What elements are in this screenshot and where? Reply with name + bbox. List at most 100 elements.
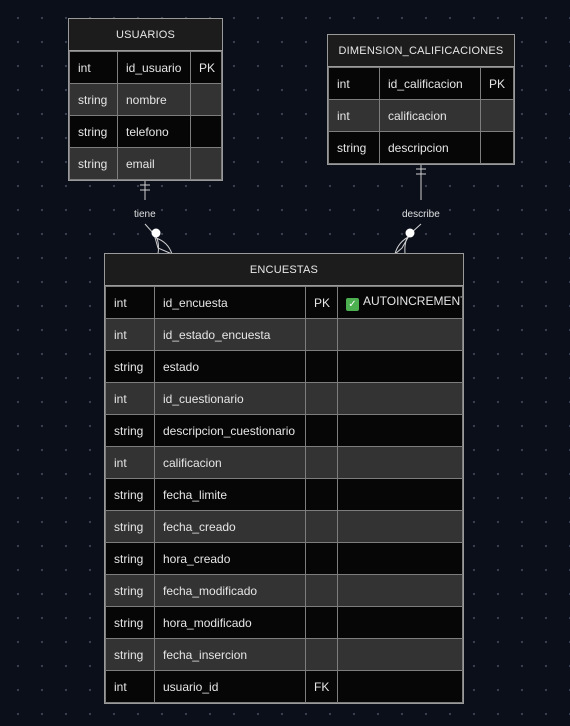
attribute-comment <box>337 606 463 639</box>
attribute-comment <box>337 670 463 703</box>
entity-title: DIMENSION_CALIFICACIONES <box>328 35 514 67</box>
attribute-name: id_calificacion <box>379 67 481 100</box>
attribute-key: PK <box>480 67 514 100</box>
attribute-type: string <box>69 147 118 180</box>
attribute-key <box>190 147 222 180</box>
attribute-type: int <box>105 446 155 479</box>
attribute-key: PK <box>305 286 338 319</box>
attribute-comment <box>337 478 463 511</box>
attribute-type: string <box>105 638 155 671</box>
entity-title: USUARIOS <box>69 19 222 51</box>
attribute-key <box>305 318 338 351</box>
attribute-type: string <box>105 510 155 543</box>
attribute-key <box>305 638 338 671</box>
attribute-type: int <box>105 286 155 319</box>
attribute-name: fecha_insercion <box>154 638 306 671</box>
relationship-label-describe: describe <box>400 209 442 220</box>
attribute-name: descripcion_cuestionario <box>154 414 306 447</box>
comment-text: AUTOINCREMENT <box>363 294 463 308</box>
attribute-key <box>480 99 514 132</box>
entity-title: ENCUESTAS <box>105 254 463 286</box>
attribute-comment <box>337 574 463 607</box>
attribute-type: int <box>328 99 380 132</box>
attribute-key <box>480 131 514 164</box>
attribute-comment <box>337 638 463 671</box>
attribute-comment <box>337 510 463 543</box>
attribute-type: int <box>105 670 155 703</box>
attribute-type: string <box>328 131 380 164</box>
attribute-type: int <box>105 318 155 351</box>
attribute-name: telefono <box>117 115 191 148</box>
attribute-comment <box>337 318 463 351</box>
attribute-name: descripcion <box>379 131 481 164</box>
attribute-type: string <box>105 350 155 383</box>
relationship-line-describe <box>394 162 422 255</box>
attribute-key <box>305 446 338 479</box>
check-mark-icon: ✓ <box>346 298 359 311</box>
attribute-key <box>305 542 338 575</box>
attribute-name: nombre <box>117 83 191 116</box>
relationship-label-tiene: tiene <box>132 209 158 220</box>
attribute-type: string <box>69 115 118 148</box>
relationship-line-tiene <box>144 178 173 255</box>
attribute-key <box>305 350 338 383</box>
attribute-name: usuario_id <box>154 670 306 703</box>
attribute-comment <box>337 542 463 575</box>
attribute-name: estado <box>154 350 306 383</box>
zero-cardinality-marker <box>405 228 415 238</box>
attribute-name: calificacion <box>154 446 306 479</box>
attribute-name: email <box>117 147 191 180</box>
attribute-type: int <box>328 67 380 100</box>
attribute-key <box>305 510 338 543</box>
attribute-name: fecha_limite <box>154 478 306 511</box>
attribute-comment <box>337 382 463 415</box>
attribute-key <box>190 115 222 148</box>
attribute-type: string <box>105 574 155 607</box>
attribute-name: id_estado_encuesta <box>154 318 306 351</box>
attribute-key <box>190 83 222 116</box>
attribute-type: string <box>105 542 155 575</box>
attribute-comment <box>337 414 463 447</box>
attribute-type: string <box>105 606 155 639</box>
attribute-comment: ✓ AUTOINCREMENT <box>337 286 463 319</box>
attribute-key <box>305 478 338 511</box>
attribute-key <box>305 606 338 639</box>
attribute-name: fecha_creado <box>154 510 306 543</box>
attribute-key <box>305 574 338 607</box>
attribute-name: id_usuario <box>117 51 191 84</box>
attribute-name: id_encuesta <box>154 286 306 319</box>
attribute-type: int <box>105 382 155 415</box>
attribute-type: int <box>69 51 118 84</box>
attribute-name: fecha_modificado <box>154 574 306 607</box>
attribute-name: hora_modificado <box>154 606 306 639</box>
attribute-comment <box>337 446 463 479</box>
attribute-key: FK <box>305 670 338 703</box>
zero-cardinality-marker <box>151 228 161 238</box>
attribute-key <box>305 382 338 415</box>
attribute-comment <box>337 350 463 383</box>
attribute-name: calificacion <box>379 99 481 132</box>
